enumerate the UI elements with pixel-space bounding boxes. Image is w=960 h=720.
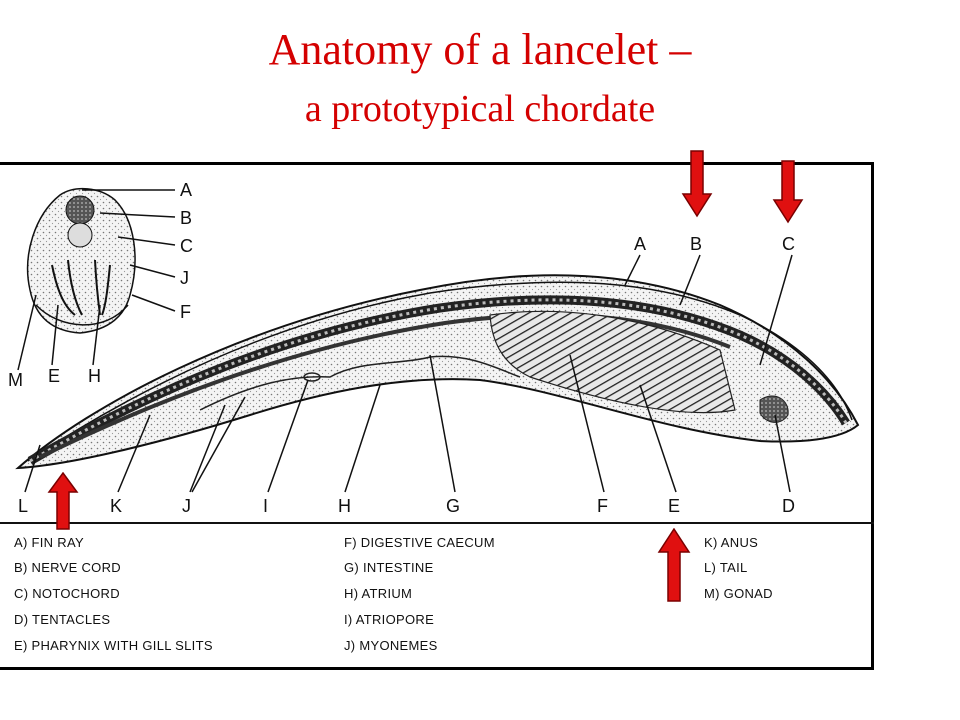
key-item: M) GONAD [704,586,773,601]
key-item: G) INTESTINE [344,560,434,575]
key-item: F) DIGESTIVE CAECUM [344,535,495,550]
arrow-up-e [657,528,691,602]
label-top-a: A [634,234,647,254]
label-bottom-i: I [263,496,269,516]
label-bottom-l: L [18,496,29,516]
arrow-down-c [772,160,804,224]
label-cross-f: F [180,302,191,322]
key-item: J) MYONEMES [344,638,438,653]
label-cross-e: E [48,366,61,386]
pharynx-gill-slits [489,310,736,414]
key-item: B) NERVE CORD [14,560,121,575]
key-item: H) ATRIUM [344,586,413,601]
atriopore [303,372,321,382]
label-cross-h: H [88,366,101,386]
key-item: E) PHARYNIX WITH GILL SLITS [14,638,213,653]
arrow-up-l [47,472,79,530]
dorsal-fin [27,281,853,462]
label-cross-a: A [180,180,193,200]
key-item: L) TAIL [704,560,748,575]
title-main: Anatomy of a lancelet – [268,25,692,74]
key-item: C) NOTOCHORD [14,586,120,601]
label-bottom-h: H [338,496,351,516]
tentacles [759,395,789,423]
label-bottom-k: K [110,496,123,516]
label-bottom-d: D [782,496,795,516]
atrium-outline [199,355,521,411]
label-bottom-j: J [182,496,191,516]
label-cross-j: J [180,268,189,288]
key-item: I) ATRIOPORE [344,612,435,627]
label-bottom-e: E [668,496,681,516]
key-item: D) TENTACLES [14,612,111,627]
key-item: K) ANUS [704,535,759,550]
lancelet-diagram: A B C J F M E H A B C L K J I H G F E D … [0,162,874,670]
label-cross-c: C [180,236,193,256]
key-item: A) FIN RAY [14,535,84,550]
arrow-down-b [681,150,713,218]
label-bottom-f: F [597,496,608,516]
lancelet-illustration [0,188,874,524]
label-cross-m: M [8,370,23,390]
cross-section [26,188,136,334]
leader-lines [17,189,793,493]
label-top-c: C [782,234,795,254]
title-subtitle: a prototypical chordate [304,88,656,130]
label-top-b: B [690,234,703,254]
label-cross-b: B [180,208,193,228]
label-bottom-g: G [446,496,461,516]
